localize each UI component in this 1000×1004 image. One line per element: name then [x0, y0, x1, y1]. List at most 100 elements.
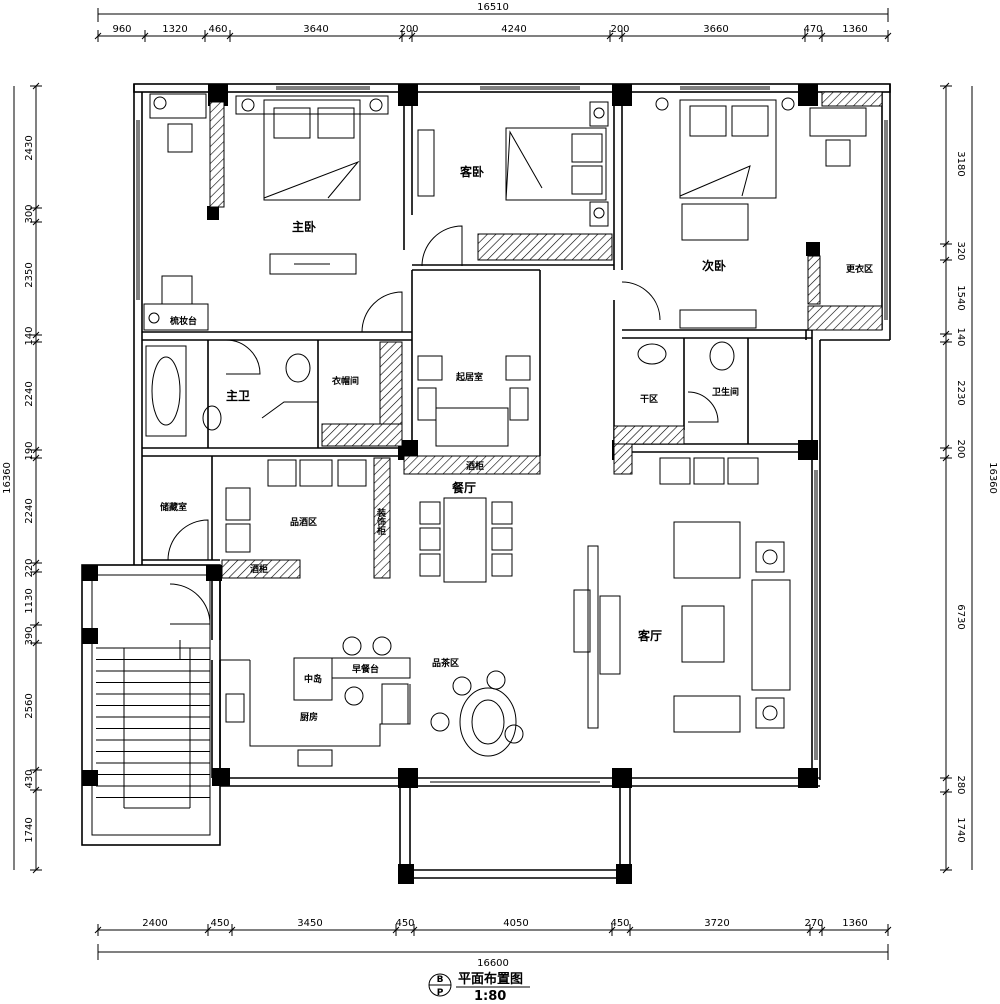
label-island: 中岛 — [304, 673, 322, 685]
label-dining: 餐厅 — [452, 480, 476, 495]
windows — [136, 86, 888, 783]
label-storage: 储藏室 — [160, 501, 187, 513]
left-seg-5: 2240 — [24, 381, 35, 406]
dimension-tick — [32, 621, 40, 629]
left-seg-13: 1740 — [24, 817, 35, 842]
label-wine-tasting: 品酒区 — [290, 516, 317, 528]
dimension-tick — [884, 926, 892, 934]
dimension-tick — [942, 330, 950, 338]
label-guest-bedroom: 客卧 — [459, 164, 484, 179]
dimension-tick — [801, 32, 809, 40]
bottom-seg-9: 1360 — [842, 918, 867, 929]
label-bar-counter: 早餐台 — [352, 663, 379, 675]
dimension-tick — [32, 568, 40, 576]
top-seg-8: 3660 — [703, 24, 728, 35]
label-display-cabinet: 装饰柜 — [375, 507, 387, 536]
dimension-tick — [884, 32, 892, 40]
dimension-tick — [32, 331, 40, 339]
dimension-tick — [32, 454, 40, 462]
left-dimension: 16360 2430 300 2350 140 2240 190 2240 22… — [2, 82, 42, 874]
bottom-seg-7: 3720 — [704, 918, 729, 929]
dimension-tick — [32, 338, 40, 346]
right-dimension: 16360 3180 320 1540 140 2230 200 6730 28… — [940, 82, 998, 874]
title-symbol-bottom: P — [437, 988, 444, 998]
top-total-label: 16510 — [477, 2, 509, 13]
right-seg-4: 140 — [955, 327, 966, 346]
dimension-tick — [32, 559, 40, 567]
label-wine-cabinet: 酒柜 — [466, 460, 484, 472]
dimension-tick — [942, 240, 950, 248]
left-total-label: 16360 — [2, 462, 13, 494]
dimension-tick — [606, 32, 614, 40]
right-seg-2: 320 — [955, 241, 966, 260]
dimension-tick — [226, 32, 234, 40]
left-seg-9: 1130 — [24, 588, 35, 613]
bottom-total-label: 16600 — [477, 958, 509, 969]
dimension-tick — [942, 454, 950, 462]
dimension-tick — [618, 32, 626, 40]
drawing-scale: 1:80 — [474, 989, 506, 1004]
dimension-tick — [32, 82, 40, 90]
bottom-dimension-total: 16600 — [97, 944, 889, 969]
dimension-tick — [201, 32, 209, 40]
bottom-seg-3: 3450 — [297, 918, 322, 929]
label-master-bedroom: 主卧 — [292, 219, 316, 234]
left-seg-12: 430 — [24, 769, 35, 788]
label-wine-cabinet-2: 酒柜 — [250, 563, 268, 575]
dimension-tick — [942, 866, 950, 874]
bottom-seg-6: 450 — [610, 918, 629, 929]
top-seg-10: 1360 — [842, 24, 867, 35]
dimension-tick — [32, 446, 40, 454]
dimension-tick — [398, 32, 406, 40]
dimension-tick — [626, 926, 634, 934]
dimension-tick — [32, 639, 40, 647]
dimension-tick — [32, 866, 40, 874]
label-living-room: 客厅 — [637, 628, 662, 643]
label-kitchen: 厨房 — [300, 711, 318, 723]
dimension-tick — [408, 32, 416, 40]
left-seg-6: 190 — [24, 441, 35, 460]
top-dimension-segments: 960 1320 460 3640 200 4240 200 3660 470 … — [94, 24, 892, 42]
bottom-seg-4: 450 — [395, 918, 414, 929]
room-labels: 主卧 客卧 次卧 梳妆台 主卫 衣帽间 起居室 干区 卫生间 更衣区 储藏室 品… — [160, 164, 873, 723]
drawing-title: 平面布置图 — [458, 971, 523, 987]
label-toilet: 卫生间 — [712, 386, 739, 398]
dimension-tick — [32, 786, 40, 794]
top-seg-6: 4240 — [501, 24, 526, 35]
dimension-tick — [94, 32, 102, 40]
bottom-seg-1: 2400 — [142, 918, 167, 929]
dimension-tick — [608, 926, 616, 934]
bottom-seg-8: 270 — [804, 918, 823, 929]
top-seg-1: 960 — [112, 24, 131, 35]
dimension-tick — [942, 256, 950, 264]
dimension-tick — [141, 32, 149, 40]
left-seg-7: 2240 — [24, 498, 35, 523]
title-symbol-top: B — [437, 975, 444, 985]
dimension-tick — [32, 218, 40, 226]
bottom-seg-2: 450 — [210, 918, 229, 929]
top-dimension-total: 16510 — [97, 2, 889, 22]
left-seg-4: 140 — [24, 326, 35, 345]
label-cloakroom: 衣帽间 — [332, 375, 359, 387]
dimension-tick — [942, 774, 950, 782]
right-seg-8: 280 — [955, 775, 966, 794]
dimension-tick — [410, 926, 418, 934]
title-block: B P 平面布置图 1:80 — [428, 971, 530, 1004]
right-seg-6: 200 — [955, 439, 966, 458]
left-seg-1: 2430 — [24, 135, 35, 160]
dimension-tick — [942, 788, 950, 796]
right-seg-3: 1540 — [955, 285, 966, 310]
top-seg-7: 200 — [610, 24, 629, 35]
label-living-small: 起居室 — [455, 371, 483, 383]
right-total-label: 16360 — [987, 462, 998, 494]
right-seg-9: 1740 — [955, 817, 966, 842]
right-seg-1: 3180 — [955, 151, 966, 176]
right-seg-5: 2230 — [955, 380, 966, 405]
left-seg-3: 2350 — [24, 262, 35, 287]
label-dressing-table: 梳妆台 — [169, 315, 197, 327]
dimension-tick — [806, 926, 814, 934]
interior-walls — [142, 92, 812, 778]
dimension-tick — [942, 82, 950, 90]
bottom-dimension-segments: 2400 450 3450 450 4050 450 3720 270 1360 — [94, 918, 892, 936]
